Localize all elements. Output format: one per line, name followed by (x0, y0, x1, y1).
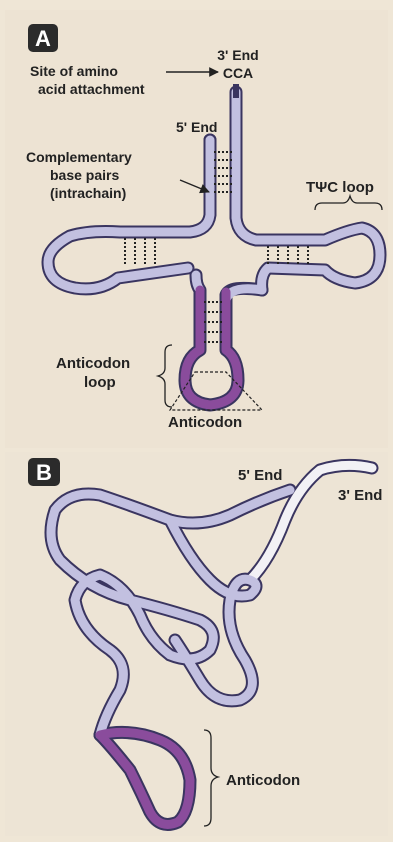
five-prime-end-label-b: 5' End (238, 467, 282, 484)
three-prime-end-label: 3' End (217, 47, 258, 63)
anticodon-loop-label-line2: loop (84, 374, 116, 391)
panel-a-badge-label: A (35, 26, 51, 51)
acceptor-end (233, 84, 239, 98)
anticodon-loop-label-line1: Anticodon (56, 355, 130, 372)
anticodon-label: Anticodon (168, 414, 242, 431)
tpsic-loop-label: TΨC loop (306, 179, 374, 196)
three-prime-end-label-b: 3' End (338, 487, 382, 504)
five-prime-end-label: 5' End (176, 119, 217, 135)
anticodon-label-b: Anticodon (226, 772, 300, 789)
complementary-label-line2: base pairs (50, 167, 119, 183)
site-label-line1: Site of amino (30, 63, 118, 79)
panel-b-badge-label: B (36, 460, 52, 485)
cca-label: CCA (223, 65, 253, 81)
complementary-label-line3: (intrachain) (50, 185, 126, 201)
site-label-line2: acid attachment (38, 81, 145, 97)
complementary-label-line1: Complementary (26, 149, 132, 165)
